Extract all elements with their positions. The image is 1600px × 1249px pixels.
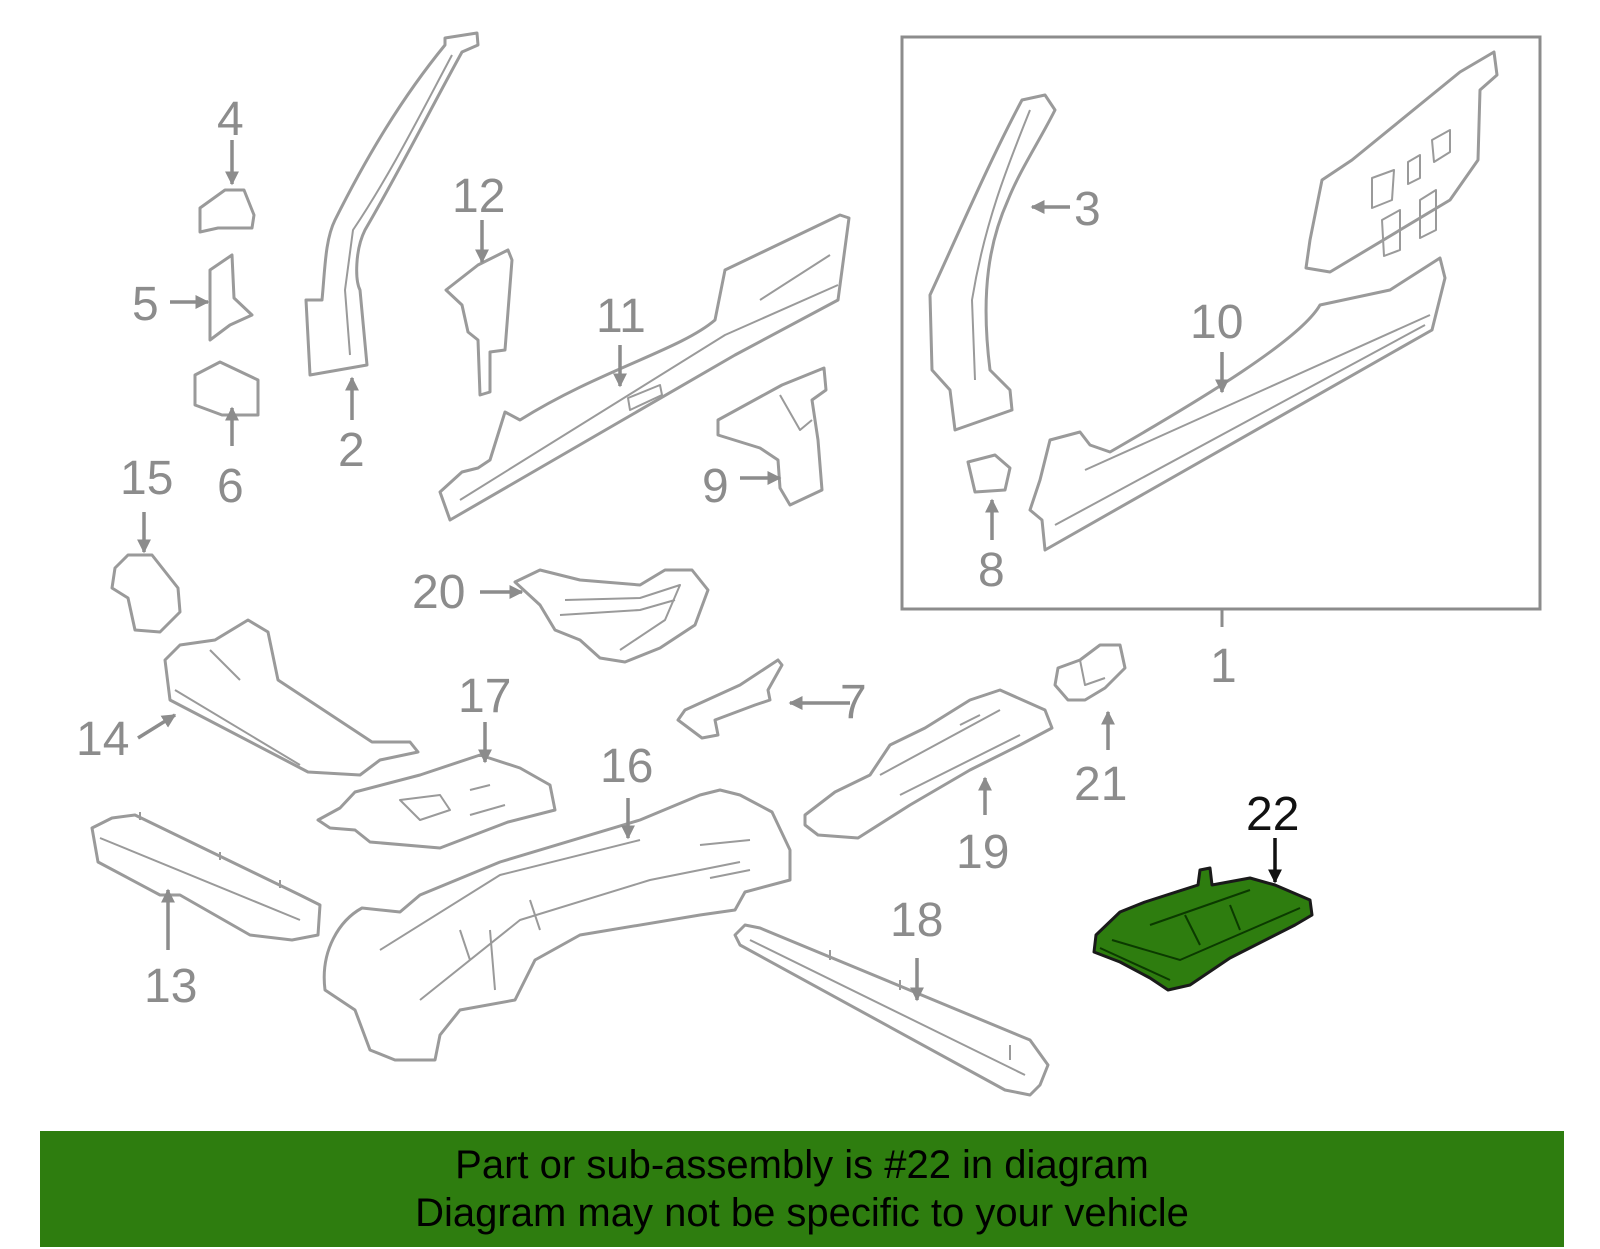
part-8-bracket [966, 453, 1012, 494]
part-12-bracket [444, 248, 514, 397]
part-18-rail [733, 923, 1050, 1097]
callout-3: 3 [1074, 183, 1101, 236]
callout-9: 9 [702, 460, 729, 513]
banner-line-2: Diagram may not be specific to your vehi… [415, 1191, 1189, 1235]
callout-7: 7 [840, 676, 867, 729]
callout-6: 6 [217, 460, 244, 513]
part-6-bracket [193, 360, 260, 417]
callout-16: 16 [600, 740, 653, 793]
part-15-bracket [110, 553, 182, 634]
part-14-rail [163, 618, 420, 777]
banner-line-1: Part or sub-assembly is #22 in diagram [455, 1143, 1149, 1187]
callout-17: 17 [458, 670, 511, 723]
callout-20: 20 [412, 566, 465, 619]
part-19-floor-panel [803, 688, 1054, 840]
part-17-floor-panel [316, 753, 557, 850]
callout-5: 5 [132, 278, 159, 331]
callout-18: 18 [890, 894, 943, 947]
leader-arrows [137, 140, 1282, 1002]
part-10-rocker [1028, 50, 1499, 552]
callout-11: 11 [596, 290, 646, 343]
callout-21: 21 [1074, 758, 1127, 811]
part-13-rail [90, 812, 322, 942]
part-22-highlighted [1092, 866, 1314, 992]
callout-19: 19 [956, 826, 1009, 879]
part-3-pillar [928, 93, 1057, 432]
callout-12: 12 [452, 170, 505, 223]
callout-13: 13 [144, 960, 197, 1013]
part-4-bracket [198, 188, 256, 234]
part-5-bracket [208, 253, 254, 342]
parts-diagram: 1 2 3 4 5 6 7 8 9 10 11 12 13 14 15 16 1… [76, 31, 1542, 1097]
callout-2: 2 [338, 424, 365, 477]
part-16-floor-tunnel [322, 788, 792, 1062]
part-11-side-rail [438, 213, 851, 522]
part-20-bracket [513, 568, 710, 664]
callout-8: 8 [978, 544, 1005, 597]
part-7-bracket [676, 658, 784, 740]
callout-15: 15 [120, 452, 173, 505]
callout-1: 1 [1210, 640, 1237, 693]
part-9-bracket [716, 366, 828, 507]
info-banner: Part or sub-assembly is #22 in diagram D… [40, 1131, 1564, 1247]
callout-4: 4 [217, 93, 244, 146]
callout-22: 22 [1246, 788, 1299, 841]
callout-10: 10 [1190, 296, 1243, 349]
part-21-bracket [1053, 643, 1127, 702]
callout-14: 14 [76, 713, 129, 766]
callout-numbers: 1 2 3 4 5 6 7 8 9 10 11 12 13 14 15 16 1… [76, 93, 1299, 1013]
part-2-a-pillar [304, 31, 480, 377]
